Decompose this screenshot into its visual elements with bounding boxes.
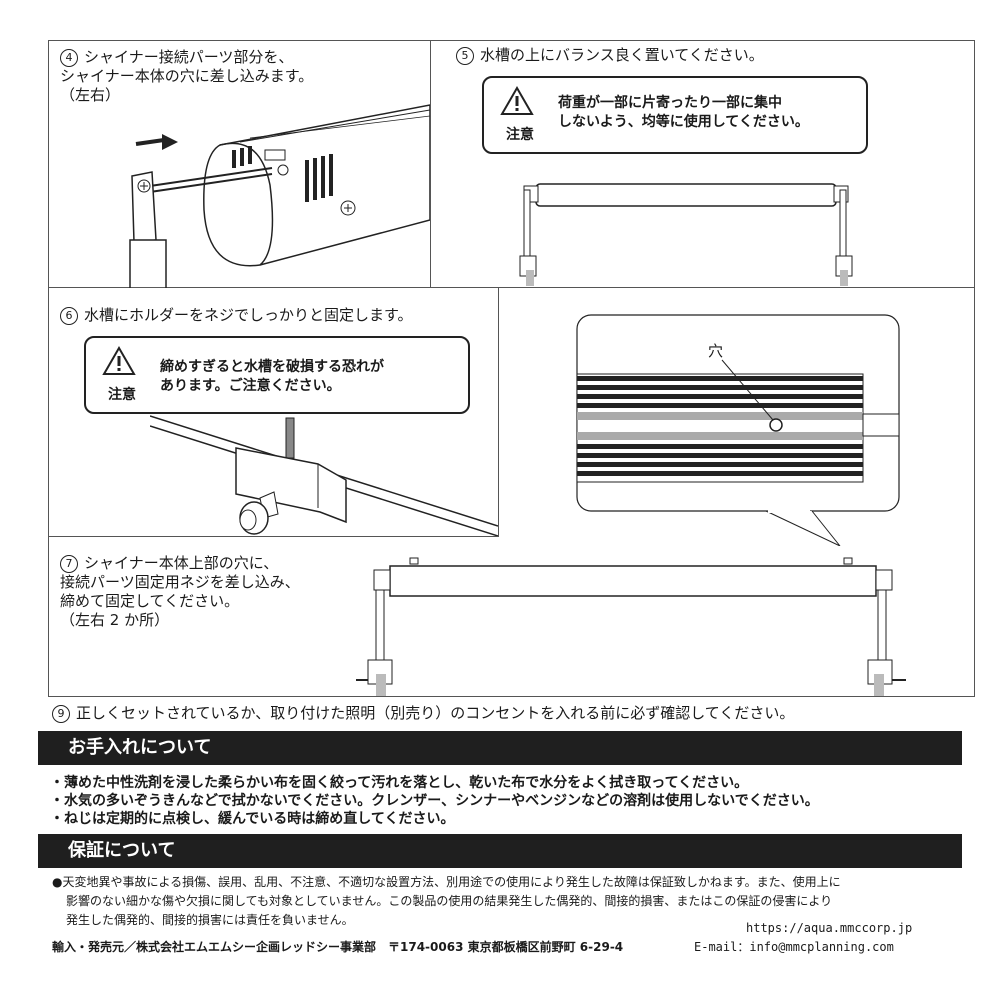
step-6-illustration xyxy=(150,415,498,536)
footer-url: https://aqua.mmccorp.jp xyxy=(746,921,913,935)
step-6-text: 水槽にホルダーをネジでしっかりと固定します。 xyxy=(84,306,413,324)
warning-icon xyxy=(102,346,136,375)
instruction-grid xyxy=(48,40,975,697)
care-item: ・薄めた中性洗剤を浸した柔らかい布を固く絞って汚れを落とし、乾いた布で水分をよく… xyxy=(50,775,749,791)
divider xyxy=(48,536,498,537)
step-7-text: シャイナー本体上部の穴に、 接続パーツ固定用ネジを差し込み、 締めて固定してくだ… xyxy=(60,554,300,629)
warning-icon xyxy=(500,86,534,115)
care-heading: お手入れについて xyxy=(38,731,962,765)
hole-label: 穴 xyxy=(708,342,724,360)
step-number: 5 xyxy=(456,47,474,65)
caution-box-step5: 注意 荷重が一部に片寄ったり一部に集中 しないよう、均等に使用してください。 xyxy=(482,76,868,154)
warranty-line: 影響のない細かな傷や欠損に関しても対象としていません。この製品の使用の結果発生し… xyxy=(66,894,833,908)
caution-text: 締めすぎると水槽を破損する恐れが あります。ご注意ください。 xyxy=(160,359,384,394)
warranty-text: ●天変地異や事故による損傷、誤用、乱用、不注意、不適切な設置方法、別用途での使用… xyxy=(52,873,952,930)
hole-detail-illustration xyxy=(576,314,900,546)
step-number: 6 xyxy=(60,307,78,325)
divider xyxy=(498,287,499,537)
step-9-text: 正しくセットされているか、取り付けた照明（別売り）のコンセントを入れる前に必ず確… xyxy=(76,704,795,722)
step-5-text: 水槽の上にバランス良く置いてください。 xyxy=(480,46,764,64)
warranty-line: ●天変地異や事故による損傷、誤用、乱用、不注意、不適切な設置方法、別用途での使用… xyxy=(52,875,841,889)
step-7-illustration xyxy=(356,557,906,696)
care-item: ・水気の多いぞうきんなどで拭かないでください。クレンザー、シンナーやベンジンなど… xyxy=(50,793,819,809)
care-item: ・ねじは定期的に点検し、緩んでいる時は締め直してください。 xyxy=(50,811,455,827)
caution-box-step6: 注意 締めすぎると水槽を破損する恐れが あります。ご注意ください。 xyxy=(84,336,470,414)
caution-label: 注意 xyxy=(506,127,534,143)
step-5-illustration xyxy=(519,183,853,286)
step-4-illustration xyxy=(129,104,430,288)
step-5: 5 水槽の上にバランス良く置いてください。 xyxy=(456,46,764,65)
footer-company: 輸入・発売元／株式会社エムエムシー企画レッドシー事業部 〒174-0063 東京… xyxy=(52,940,624,954)
step-9: 9 正しくセットされているか、取り付けた照明（別売り）のコンセントを入れる前に必ず… xyxy=(52,704,794,723)
warranty-line: 発生した偶発的、間接的損害には責任を負いません。 xyxy=(66,913,354,927)
caution-text: 荷重が一部に片寄ったり一部に集中 しないよう、均等に使用してください。 xyxy=(558,95,809,130)
step-6: 6 水槽にホルダーをネジでしっかりと固定します。 xyxy=(60,306,413,325)
caution-label: 注意 xyxy=(108,387,136,403)
footer-email: E-mail：info@mmcplanning.com xyxy=(694,940,894,954)
divider xyxy=(430,40,431,288)
step-number: 7 xyxy=(60,555,78,573)
step-number: 9 xyxy=(52,705,70,723)
divider xyxy=(48,287,975,288)
step-number: 4 xyxy=(60,49,78,67)
warranty-heading: 保証について xyxy=(38,834,962,868)
step-4-text: シャイナー接続パーツ部分を、 シャイナー本体の穴に差し込みます。 （左右） xyxy=(60,48,314,104)
